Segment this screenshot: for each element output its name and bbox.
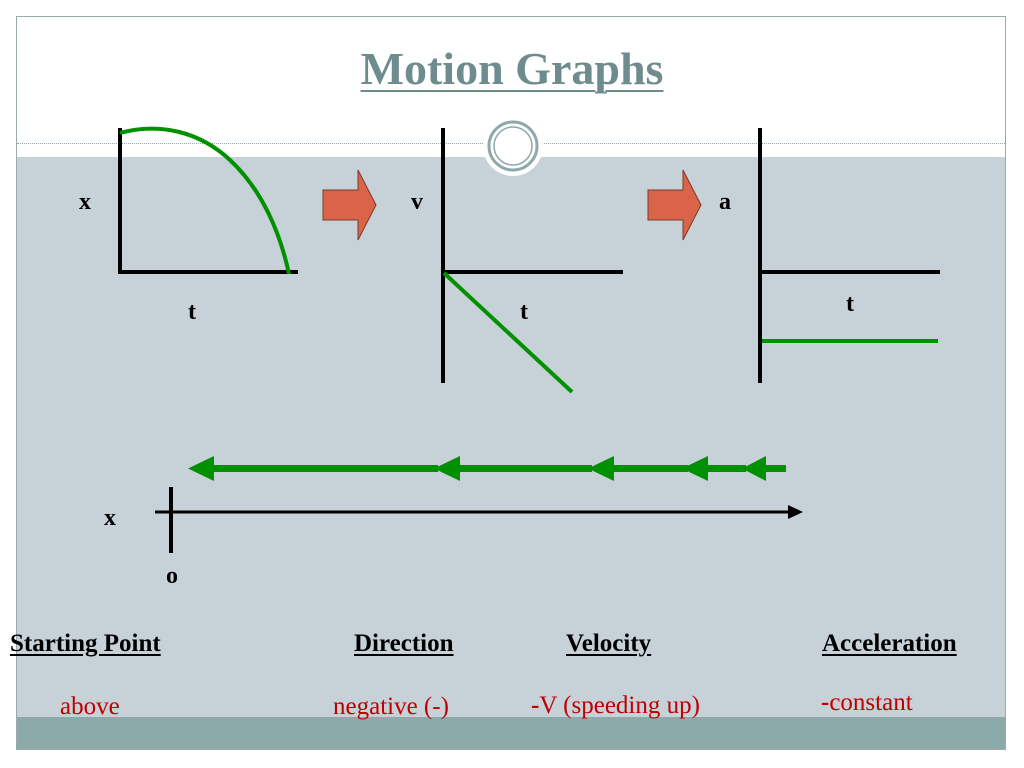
velocity-x-label: t [520, 299, 528, 325]
direction-value: negative (-) [333, 693, 449, 720]
acceleration-value: constant [829, 689, 913, 716]
velocity-graph [441, 128, 623, 394]
right-arrow-icon [647, 169, 702, 241]
direction-header: Direction [354, 630, 454, 657]
position-curve [119, 126, 291, 275]
motion-arrow [588, 456, 688, 481]
number-line [155, 487, 803, 553]
velocity-value-line: -V (speeding up) [531, 692, 700, 720]
motion-arrow [682, 456, 746, 481]
acceleration-graph [758, 128, 940, 383]
acceleration-header: Acceleration [822, 630, 957, 657]
starting-point-value: above [60, 693, 120, 720]
acceleration-sign: - [821, 689, 830, 716]
acceleration-x-label: t [846, 291, 854, 317]
velocity-y-label: v [411, 189, 423, 215]
velocity-sign: - [531, 692, 540, 719]
circle-ornament-icon [483, 116, 543, 176]
position-graph [118, 126, 298, 275]
right-arrow-icon [322, 169, 377, 241]
motion-arrow [188, 456, 438, 481]
slide-title: Motion Graphs [360, 43, 664, 94]
slide-frame [16, 16, 1006, 750]
number-line-x-label: x [104, 505, 116, 531]
velocity-line [442, 271, 574, 394]
motion-arrows [188, 456, 786, 481]
starting-point-header: Starting Point [10, 630, 161, 657]
number-line-arrowhead [788, 505, 803, 519]
velocity-header: Velocity [566, 630, 652, 657]
velocity-value: V (speeding up) [539, 692, 700, 719]
origin-label: o [166, 563, 178, 589]
motion-arrow [434, 456, 592, 481]
acceleration-value-line: -constant [821, 689, 913, 717]
motion-arrow [742, 456, 786, 481]
acceleration-y-label: a [719, 189, 731, 215]
position-y-label: x [79, 189, 91, 215]
footer-band [17, 717, 1005, 749]
position-x-label: t [188, 299, 196, 325]
content-panel [17, 157, 1005, 717]
